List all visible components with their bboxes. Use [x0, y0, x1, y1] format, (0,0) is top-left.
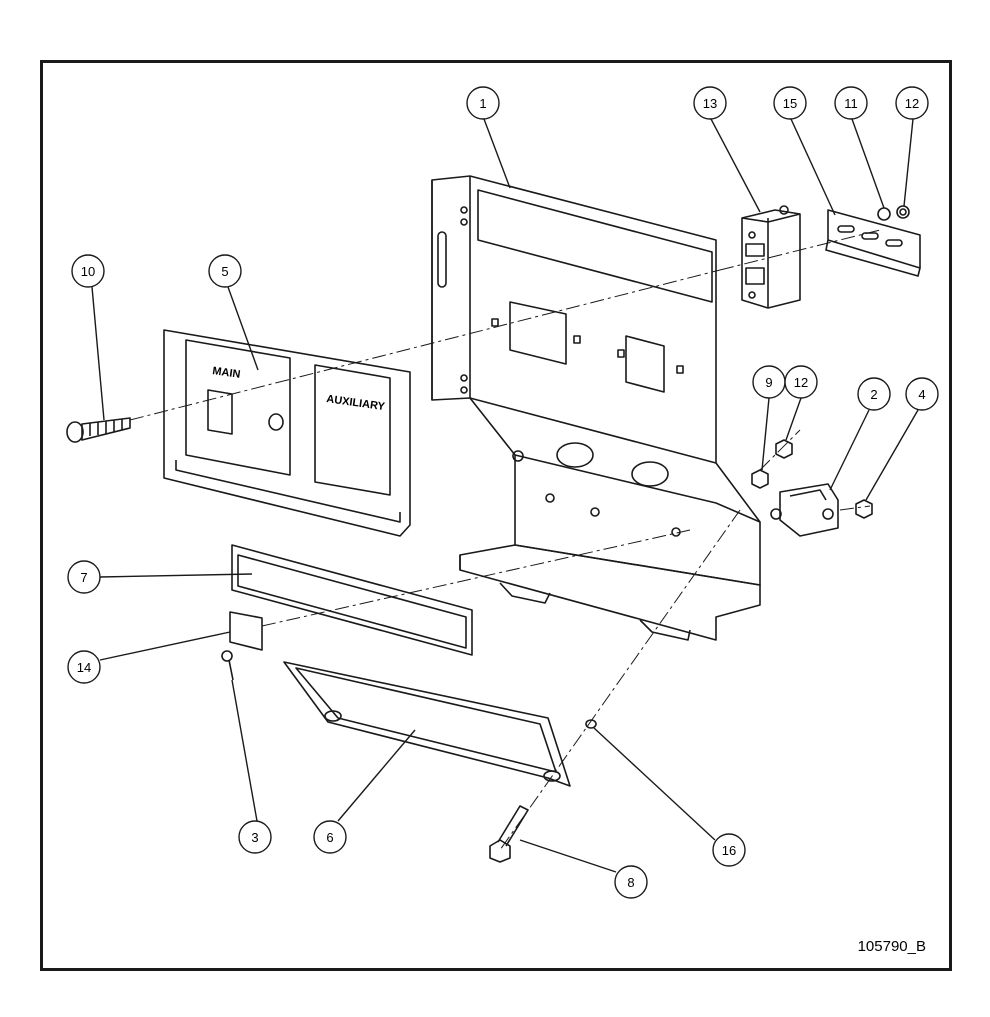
callout-13: 13: [693, 86, 727, 120]
relay-contactor: [770, 483, 839, 537]
svg-text:13: 13: [703, 96, 717, 111]
hex-nut-right: [855, 499, 873, 519]
svg-text:12: 12: [794, 375, 808, 390]
main-panel-label: MAIN: [212, 365, 242, 381]
hex-nut-middle: [775, 439, 793, 459]
document-id: 105790_B: [857, 938, 926, 955]
small-plate: [229, 611, 263, 651]
long-bolt: [66, 417, 131, 443]
svg-text:16: 16: [722, 843, 736, 858]
callout-8: 8: [614, 865, 648, 899]
hex-nut-top: [896, 205, 910, 219]
hex-bolt: [489, 805, 529, 863]
svg-text:6: 6: [326, 830, 333, 845]
svg-text:11: 11: [844, 96, 858, 111]
svg-text:8: 8: [627, 875, 634, 890]
gasket-plate: [283, 661, 571, 787]
svg-text:1: 1: [479, 96, 486, 111]
hex-nut-left: [751, 469, 769, 489]
circuit-breaker: [741, 205, 801, 309]
callout-6: 6: [313, 820, 347, 854]
callout-14: 14: [67, 650, 101, 684]
callout-2: 2: [857, 377, 891, 411]
leader-lines: [91, 118, 919, 873]
callout-5: 5: [208, 254, 242, 288]
center-lines: [129, 229, 881, 851]
svg-text:9: 9: [765, 375, 772, 390]
main-bracket: [431, 175, 761, 641]
callout-12: 12: [895, 86, 929, 120]
callout-15: 15: [773, 86, 807, 120]
callout-9: 9: [752, 365, 786, 399]
callout-4: 4: [905, 377, 939, 411]
callout-10: 10: [71, 254, 105, 288]
svg-text:15: 15: [783, 96, 797, 111]
callout-7: 7: [67, 560, 101, 594]
svg-text:10: 10: [81, 264, 95, 279]
washer: [877, 207, 891, 221]
callout-16: 16: [712, 833, 746, 867]
svg-text:14: 14: [77, 660, 91, 675]
o-ring: [585, 719, 597, 729]
small-screw: [221, 650, 234, 681]
callout-3: 3: [238, 820, 272, 854]
svg-text:12: 12: [905, 96, 919, 111]
callout-11: 11: [834, 86, 868, 120]
callout-12-middle: 12: [784, 365, 818, 399]
svg-text:4: 4: [918, 387, 925, 402]
svg-text:3: 3: [251, 830, 258, 845]
auxiliary-panel-label: AUXILIARY: [326, 393, 387, 413]
svg-text:7: 7: [80, 570, 87, 585]
label-strip: [231, 544, 473, 656]
svg-text:2: 2: [870, 387, 877, 402]
front-panel: [163, 329, 411, 537]
callout-1: 1: [466, 86, 500, 120]
svg-text:5: 5: [221, 264, 228, 279]
din-rail: [825, 209, 921, 277]
drawing-frame: [40, 60, 952, 971]
